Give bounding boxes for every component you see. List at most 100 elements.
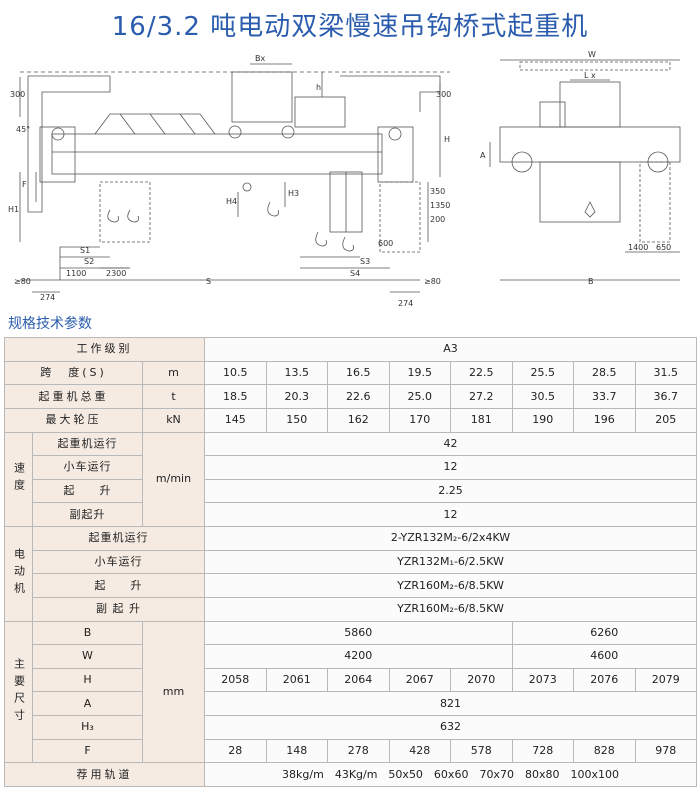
dim-H-value: 2079 [634,667,697,693]
label-S1: S1 [80,246,90,255]
dim-H-value: 2070 [450,667,513,693]
dim-B-value: 5860 [204,620,513,646]
dim-H3-label: H₃ [32,715,143,740]
motor-row-label: 副 起 升 [32,596,205,622]
table-row-dim-H3: H₃ 632 [5,715,697,740]
max-wheel-load-unit: kN [142,407,205,433]
speed-value: 12 [204,502,697,527]
dim-H-value: 2073 [511,667,574,693]
table-row-dim-H: H 2058 2061 2064 2067 2070 2073 2076 207… [5,667,697,693]
label-200: 200 [430,215,445,224]
label-1350: 1350 [430,201,450,210]
span-value: 16.5 [327,360,390,386]
speed-row-label: 起 升 [32,478,143,504]
label-300-right: 300 [436,90,451,99]
table-row-motor: 起 升 YZR160M₂-6/8.5KW [5,573,697,598]
table-row-dim-B: 主要尺寸 B mm 5860 6260 [4,620,697,764]
max-wheel-load-value: 190 [511,407,574,433]
label-h: h [316,83,321,92]
speed-value: 12 [204,455,697,480]
label-350: 350 [430,187,445,196]
dim-W-label: W [32,644,143,669]
speed-unit: m/min [142,431,205,527]
span-value: 13.5 [265,360,328,386]
table-row-speed: 起 升 2.25 [5,478,697,504]
label-F: F [22,180,27,189]
total-weight-value: 33.7 [573,384,636,409]
label-H: H [444,135,450,144]
dim-F-value: 978 [634,738,697,764]
max-wheel-load-value: 150 [265,407,328,433]
max-wheel-load-value: 162 [327,407,390,433]
dim-A-value: 821 [204,691,697,716]
table-row-motor: 电动机 起重机运行 2-YZR132M₂-6/2x4KW [4,526,697,622]
speed-row-label: 小车运行 [32,455,143,480]
label-600: 600 [378,239,393,248]
label-274-left: 274 [40,293,55,302]
span-value: 28.5 [573,360,636,386]
span-value: 10.5 [204,360,267,386]
dim-H-value: 2064 [327,667,390,693]
dim-F-value: 428 [388,738,451,764]
dim-B-label: B [32,620,143,646]
label-B: B [588,277,594,286]
label-45: 45° [16,125,30,134]
table-row-max-wheel-load: 最大轮压 kN 145 150 162 170 181 190 196 205 [4,407,697,433]
total-weight-value: 22.6 [327,384,390,409]
dim-B-value: 6260 [511,620,697,646]
dim-H-value: 2061 [265,667,328,693]
label-S: S [206,277,211,286]
span-value: 25.5 [511,360,574,386]
spec-table: 工作级别 A3 跨 度(S) m 10.5 13.5 16.5 19.5 22.… [4,337,697,787]
speed-value: 42 [204,431,697,457]
max-wheel-load-value: 170 [388,407,451,433]
label-W: W [588,50,596,59]
dims-unit: mm [142,620,205,764]
table-row-motor: 副 起 升 YZR160M₂-6/8.5KW [5,596,697,622]
label-80-left: ≥80 [14,277,31,286]
table-row-rail: 荐用轨道 38kg/m 43Kg/m 50x50 60x60 70x70 80x… [4,762,697,787]
label-H4: H4 [226,197,237,206]
table-row-total-weight: 起重机总重 t 18.5 20.3 22.6 25.0 27.2 30.5 33… [4,384,697,409]
motor-value: YZR160M₂-6/8.5KW [204,596,697,622]
max-wheel-load-value: 145 [204,407,267,433]
label-1400: 1400 [628,243,648,252]
table-row-dim-F: F 28 148 278 428 578 728 828 978 [5,738,697,764]
dim-F-value: 578 [450,738,513,764]
table-row-dim-A: A 821 [5,691,697,716]
crane-drawing: Bx h 300 300 45° F H1 H H4 H3 350 1350 2… [8,50,681,308]
motor-value: 2-YZR132M₂-6/2x4KW [204,526,697,551]
span-value: 31.5 [634,360,697,386]
total-weight-unit: t [142,384,205,409]
dim-F-value: 728 [511,738,574,764]
label-A: A [480,151,486,160]
table-row-span: 跨 度(S) m 10.5 13.5 16.5 19.5 22.5 25.5 2… [4,360,697,386]
label-bx: Bx [255,54,265,63]
label-S2: S2 [84,257,94,266]
table-row-speed: 速度 起重机运行 m/min 42 [4,431,697,527]
dim-F-value: 278 [327,738,390,764]
dim-W-value: 4600 [511,644,697,669]
span-value: 19.5 [388,360,451,386]
dim-H3-value: 632 [204,715,697,740]
page-title: 16/3.2 吨电动双梁慢速吊钩桥式起重机 [111,12,589,42]
max-wheel-load-value: 205 [634,407,697,433]
speed-group-label: 速度 [4,431,33,527]
table-row-dim-W: W 4200 4600 [5,644,697,669]
total-weight-value: 27.2 [450,384,513,409]
motor-row-label: 小车运行 [32,549,205,575]
total-weight-value: 20.3 [265,384,328,409]
motor-value: YZR160M₂-6/8.5KW [204,573,697,598]
dim-F-value: 148 [265,738,328,764]
dim-F-value: 28 [204,738,267,764]
label-S4: S4 [350,269,360,278]
section-heading: 规格技术参数 [8,316,92,332]
dim-H-label: H [32,667,143,693]
label-300-left: 300 [10,90,25,99]
speed-value: 2.25 [204,478,697,504]
label-H1: H1 [8,205,19,214]
total-weight-label: 起重机总重 [4,384,143,409]
rail-value: 38kg/m 43Kg/m 50x50 60x60 70x70 80x80 10… [204,762,697,787]
max-wheel-load-value: 196 [573,407,636,433]
dim-F-label: F [32,738,143,764]
